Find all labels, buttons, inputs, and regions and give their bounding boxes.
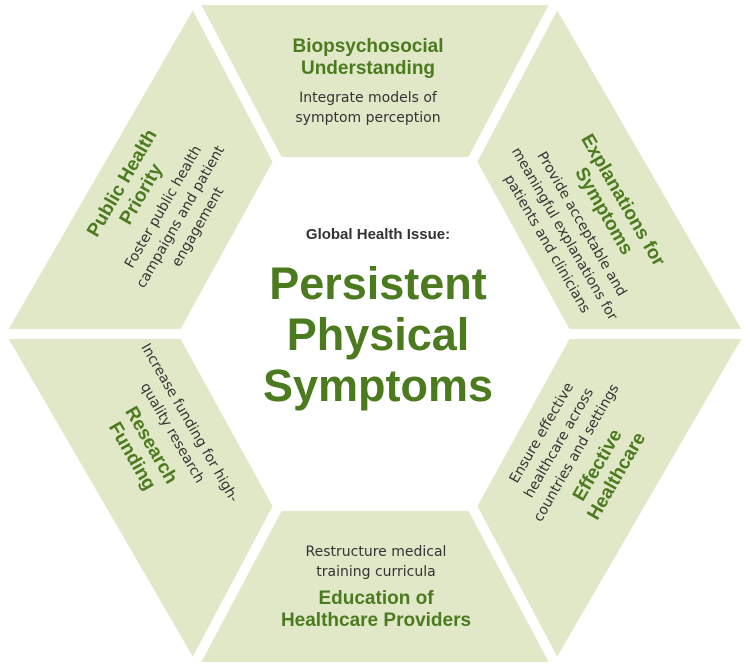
segment-desc-line: Integrate models of [299,90,437,106]
label-education: Restructure medical training curricula E… [281,542,471,632]
segment-desc-line: training curricula [316,564,436,580]
center-title: Persistent Physical Symptoms [263,258,493,411]
center-hexagon [179,157,571,511]
segment-title-line: Education of [318,588,434,609]
segment-desc-line: Restructure medical [305,544,447,560]
center-kicker: Global Health Issue: [305,226,451,243]
segment-title-line: Healthcare Providers [280,610,472,631]
center-title-line: Persistent [269,258,487,309]
segment-title: Biopsychosocial Understanding [293,36,444,80]
segment-title: Education of Healthcare Providers [281,588,471,632]
segment-description: Restructure medical training curricula [281,542,471,582]
segment-description: Integrate models of symptom perception [293,88,444,128]
segment-desc-line: symptom perception [295,110,441,126]
segment-title-line: Understanding [300,58,436,79]
center-title-line: Physical [286,309,470,360]
center-title-line: Symptoms [262,360,494,411]
segment-title-line: Biopsychosocial [292,36,444,57]
label-biopsychosocial: Biopsychosocial Understanding Integrate … [293,36,444,128]
